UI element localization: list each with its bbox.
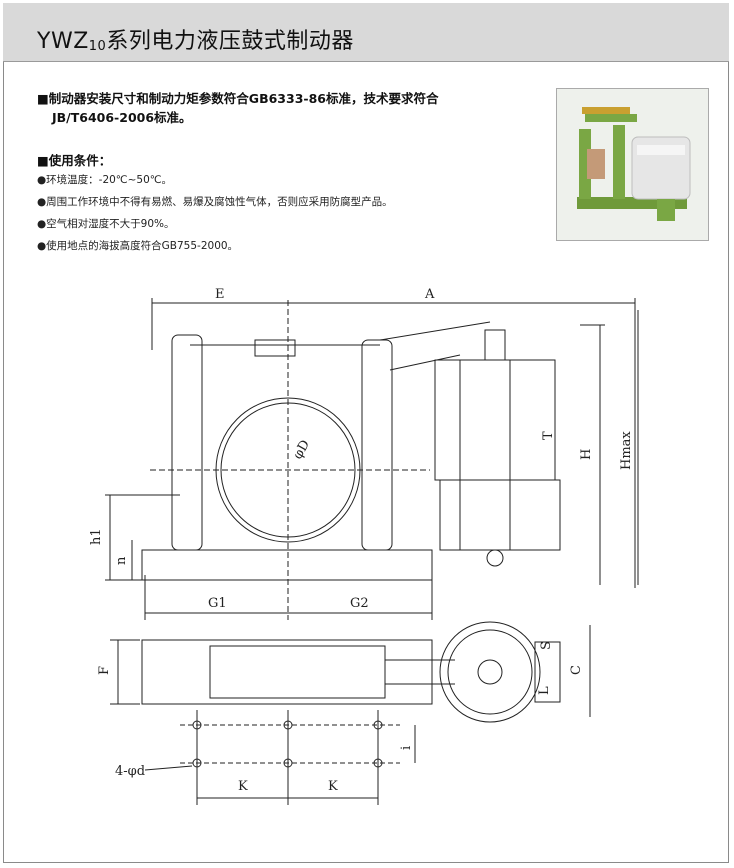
label-h1: h1 bbox=[89, 528, 104, 545]
page-title: YWZ10系列电力液压鼓式制动器 bbox=[37, 29, 354, 54]
label-K2: K bbox=[328, 779, 338, 794]
label-d: 4-φd bbox=[115, 764, 145, 779]
label-F: F bbox=[97, 666, 112, 675]
label-A: A bbox=[424, 287, 435, 302]
label-G1: G1 bbox=[208, 596, 227, 611]
conditions-heading: ■使用条件： bbox=[37, 153, 112, 168]
condition-item: ●使用地点的海拔高度符合GB755-2000。 bbox=[37, 240, 239, 252]
label-G2: G2 bbox=[350, 596, 369, 611]
title-bar: YWZ10系列电力液压鼓式制动器 bbox=[3, 3, 729, 62]
condition-item: ●周围工作环境中不得有易燃、易爆及腐蚀性气体，否则应采用防腐型产品。 bbox=[37, 196, 393, 208]
label-L: L bbox=[537, 686, 552, 695]
spec-line-2: JB/T6406-2006标准。 bbox=[52, 110, 192, 125]
product-photo bbox=[556, 88, 709, 241]
label-E: E bbox=[215, 287, 225, 302]
label-D: φD bbox=[290, 438, 313, 462]
label-H: H bbox=[579, 449, 594, 460]
condition-item: ●空气相对湿度不大于90%。 bbox=[37, 218, 175, 230]
label-K1: K bbox=[238, 779, 248, 794]
label-T: T bbox=[541, 431, 556, 440]
condition-item: ●环境温度：-20℃~50℃。 bbox=[37, 174, 173, 186]
label-S: S bbox=[539, 641, 554, 650]
dimension-drawing: E A H Hmax φD h1 n G1 G2 F C S T L i 4-φ… bbox=[89, 287, 639, 805]
label-n: n bbox=[114, 556, 129, 565]
label-Hmax: Hmax bbox=[619, 431, 634, 470]
spec-line-1: ■制动器安装尺寸和制动力矩参数符合GB6333-86标准，技术要求符合 bbox=[37, 91, 439, 106]
label-C: C bbox=[569, 665, 584, 675]
label-i: i bbox=[399, 746, 414, 750]
